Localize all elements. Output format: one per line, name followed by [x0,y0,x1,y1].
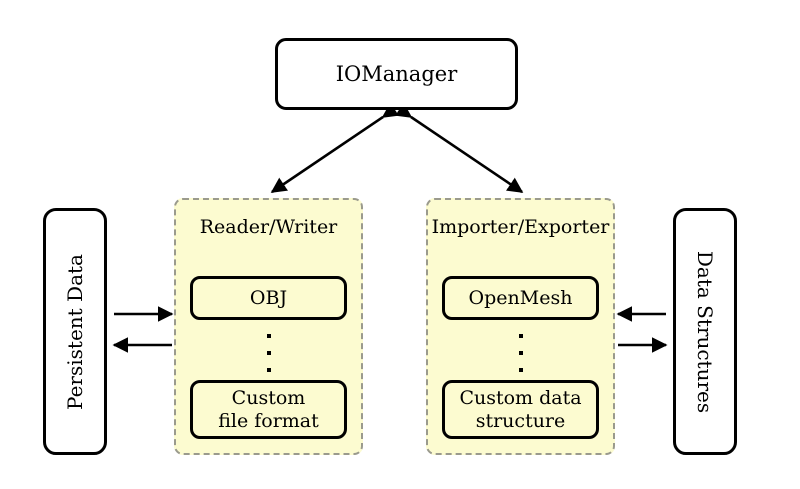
node-custom-file-format-label-line1: Custom [231,387,306,410]
ellipsis-dot [266,351,271,355]
node-iomanager-label: IOManager [335,62,458,86]
ellipsis-dot [266,334,271,338]
node-custom-data-structure[interactable]: Custom data structure [442,380,599,439]
node-custom-file-format-label-line2: file format [218,409,319,432]
node-openmesh[interactable]: OpenMesh [442,276,599,320]
node-custom-file-format[interactable]: Custom file format [190,380,347,439]
arrow-iomanager-importer-exporter [394,102,524,194]
ellipsis-dot [266,368,271,372]
ellipsis-dot [518,334,523,338]
node-persistent-data-label: Persistent Data [63,253,87,410]
node-obj-label: OBJ [249,286,288,309]
node-data-structures-label: Data Structures [693,250,717,413]
ellipsis-dot [518,351,523,355]
panel-reader-writer-title: Reader/Writer [199,216,338,238]
ellipsis-dot [518,368,523,372]
node-openmesh-label: OpenMesh [468,286,573,309]
ellipsis-importer-exporter [428,334,613,372]
arrow-iomanager-reader-writer [270,102,400,194]
node-obj[interactable]: OBJ [190,276,347,320]
panel-reader-writer: Reader/Writer OBJ Custom file format [174,198,363,455]
node-custom-data-structure-label-line2: structure [475,409,566,432]
node-iomanager[interactable]: IOManager [275,38,518,110]
panel-importer-exporter: Importer/Exporter OpenMesh Custom data s… [426,198,615,455]
panel-importer-exporter-title: Importer/Exporter [431,216,610,238]
node-persistent-data[interactable]: Persistent Data [43,208,107,455]
node-custom-data-structure-label-line1: Custom data [459,387,582,410]
node-data-structures[interactable]: Data Structures [673,208,737,455]
ellipsis-reader-writer [176,334,361,372]
